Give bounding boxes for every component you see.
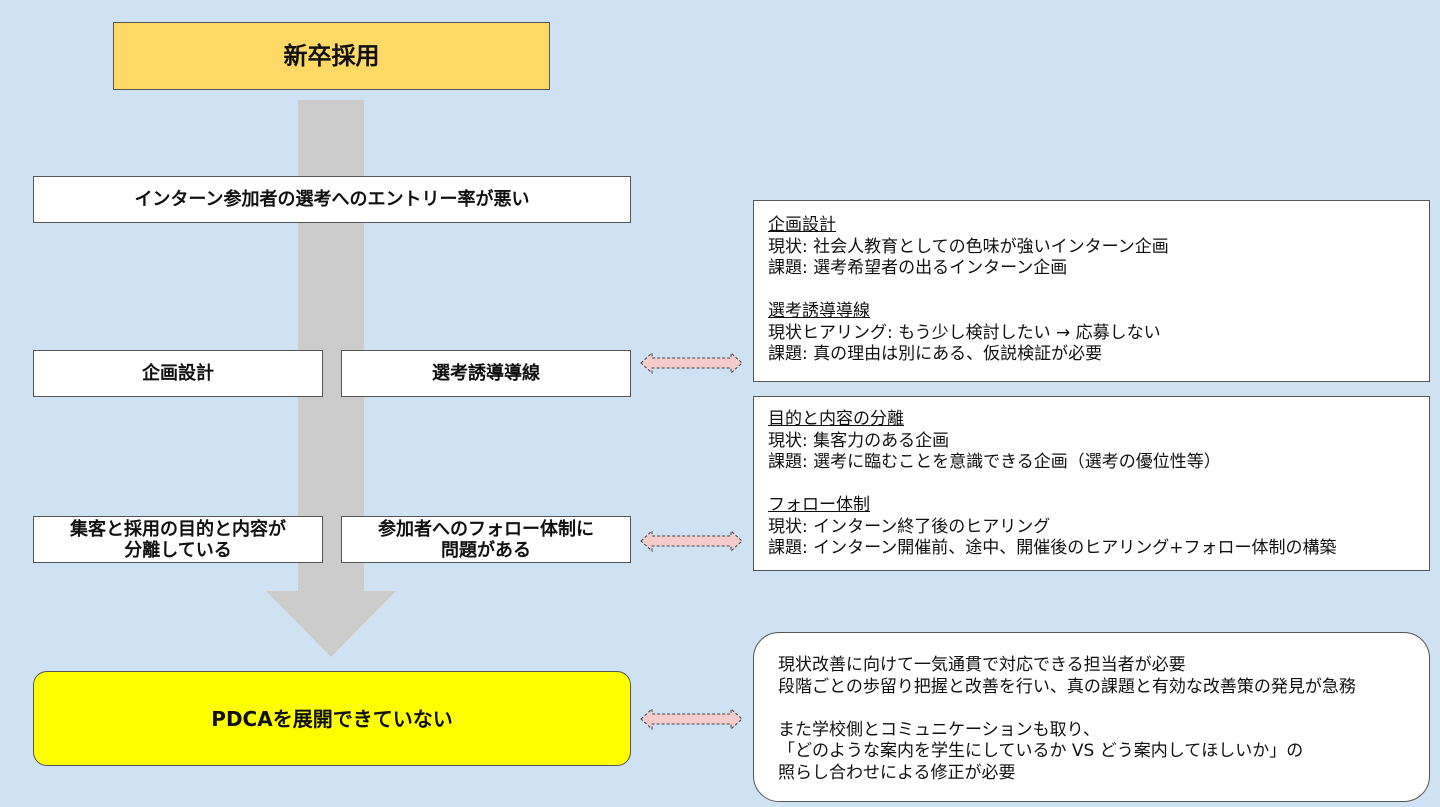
title-text: 新卒採用	[283, 42, 380, 70]
note-pdca: 現状改善に向けて一気通貫で対応できる担当者が必要 段階ごとの歩留り把握と改善を行…	[753, 632, 1430, 802]
link-arrow-1	[640, 351, 743, 375]
cause-guidance-box: 選考誘導導線	[341, 350, 631, 397]
note2-current-separation: 現状: 集客力のある企画	[768, 430, 950, 451]
note2-heading-separation: 目的と内容の分離	[768, 409, 904, 429]
note3-line3: また学校側とコミュニケーションも取り、	[778, 719, 1100, 740]
note1-current-guidance: 現状ヒアリング: もう少し検討したい → 応募しない	[768, 322, 1161, 343]
note1-current-planning: 現状: 社会人教育としての色味が強いインターン企画	[768, 236, 1169, 257]
note1-heading-planning: 企画設計	[768, 215, 836, 235]
link-arrow-3	[640, 707, 743, 731]
cause-guidance-text: 選考誘導導線	[432, 362, 540, 384]
note1-issue-planning: 課題: 選考希望者の出るインターン企画	[768, 258, 1068, 278]
note2-issue-followup: 課題: インターン開催前、途中、開催後のヒアリング+フォロー体制の構築	[768, 538, 1337, 558]
cause-planning-box: 企画設計	[33, 350, 323, 397]
note3-line5: 照らし合わせによる修正が必要	[778, 762, 1016, 783]
note3-line2: 段階ごとの歩留り把握と改善を行い、真の課題と有効な改善策の発見が急務	[778, 676, 1356, 697]
problem-box: インターン参加者の選考へのエントリー率が悪い	[33, 176, 631, 223]
note2-heading-followup: フォロー体制	[768, 495, 870, 515]
problem-text: インターン参加者の選考へのエントリー率が悪い	[134, 188, 530, 210]
note3-line1: 現状改善に向けて一気通貫で対応できる担当者が必要	[778, 655, 1186, 675]
note1-heading-guidance: 選考誘導導線	[768, 301, 870, 321]
note2-current-followup: 現状: インターン終了後のヒアリング	[768, 516, 1051, 537]
link-arrow-2	[640, 529, 743, 553]
result-box: PDCAを展開できていない	[33, 671, 631, 766]
note3-line4: 「どのような案内を学生にしているか VS どう案内してほしいか」の	[778, 741, 1304, 761]
note-separation-followup: 目的と内容の分離 現状: 集客力のある企画 課題: 選考に臨むことを意識できる企…	[753, 396, 1430, 571]
note2-issue-separation: 課題: 選考に臨むことを意識できる企画（選考の優位性等）	[768, 452, 1221, 472]
note1-issue-guidance: 課題: 真の理由は別にある、仮説検証が必要	[768, 344, 1103, 364]
title-box: 新卒採用	[113, 22, 550, 90]
cause-planning-text: 企画設計	[142, 362, 214, 384]
cause-separation-box: 集客と採用の目的と内容が 分離している	[33, 516, 323, 563]
note-planning-guidance: 企画設計 現状: 社会人教育としての色味が強いインターン企画 課題: 選考希望者…	[753, 200, 1430, 382]
cause-separation-text: 集客と採用の目的と内容が 分離している	[70, 518, 286, 561]
cause-followup-box: 参加者へのフォロー体制に 問題がある	[341, 516, 631, 563]
result-text: PDCAを展開できていない	[211, 706, 453, 731]
cause-followup-text: 参加者へのフォロー体制に 問題がある	[378, 518, 594, 561]
